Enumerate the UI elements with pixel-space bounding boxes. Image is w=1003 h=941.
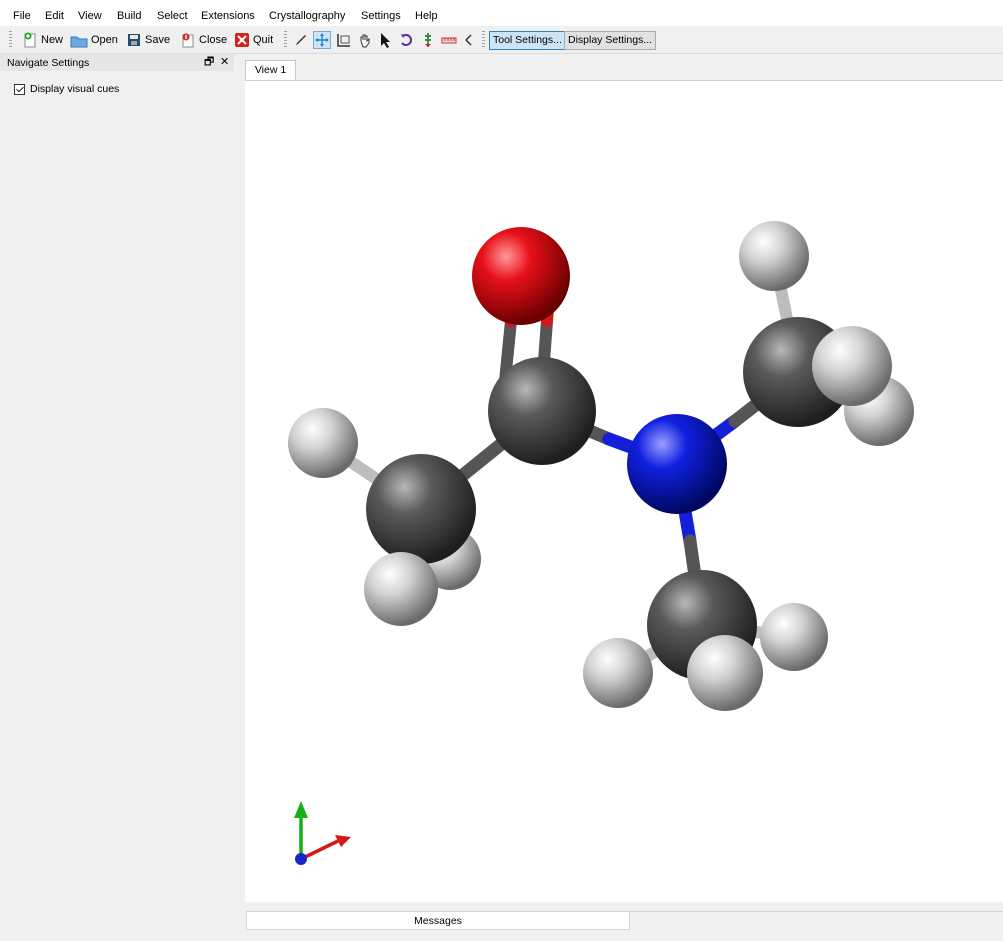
quit-label: Quit xyxy=(253,34,274,46)
carbon-atom[interactable] xyxy=(366,454,476,564)
hydrogen-atom[interactable] xyxy=(288,408,358,478)
atoms xyxy=(288,221,914,711)
menu-bar: File Edit View Build Select Extensions C… xyxy=(0,0,1003,26)
auto-optimize-tool-button[interactable] xyxy=(419,31,437,49)
menu-view[interactable]: View xyxy=(78,10,102,22)
menu-select[interactable]: Select xyxy=(157,10,188,22)
menu-help[interactable]: Help xyxy=(415,10,438,22)
display-visual-cues-checkbox[interactable] xyxy=(14,83,25,95)
bottom-divider xyxy=(630,911,1003,912)
pointer-arrow-icon xyxy=(381,33,390,48)
display-visual-cues-label: Display visual cues xyxy=(30,83,120,95)
close-dock-icon[interactable]: ✕ xyxy=(220,56,230,68)
oxygen-atom[interactable] xyxy=(472,227,570,325)
open-button[interactable]: Open xyxy=(68,30,120,50)
menu-extensions[interactable]: Extensions xyxy=(201,10,255,22)
x-axis-icon xyxy=(300,839,339,861)
menu-settings[interactable]: Settings xyxy=(361,10,401,22)
open-folder-icon xyxy=(70,36,88,48)
hydrogen-atom[interactable] xyxy=(739,221,809,291)
select-tool-button[interactable] xyxy=(377,31,395,49)
hydrogen-atom[interactable] xyxy=(687,635,763,711)
messages-tab[interactable]: Messages xyxy=(246,911,630,930)
dock-title-bar[interactable]: Navigate Settings 🗗 ✕ xyxy=(0,54,234,71)
close-label: Close xyxy=(199,34,228,46)
hydrogen-atom[interactable] xyxy=(364,552,438,626)
hand-icon xyxy=(360,34,370,48)
tool-settings-button[interactable]: Tool Settings... xyxy=(489,31,566,50)
bond-centric-icon xyxy=(465,34,472,46)
orientation-axes xyxy=(294,801,351,865)
menu-crystallography[interactable]: Crystallography xyxy=(269,10,346,22)
z-axis-icon xyxy=(295,853,307,865)
quit-icon xyxy=(235,33,249,47)
hydrogen-atom[interactable] xyxy=(583,638,653,708)
new-label: New xyxy=(41,34,64,46)
save-button[interactable]: Save xyxy=(124,30,172,50)
quit-button[interactable]: Quit xyxy=(232,30,275,50)
menu-build[interactable]: Build xyxy=(117,10,142,22)
molecule-render xyxy=(288,221,914,865)
toolbar-grip[interactable] xyxy=(9,31,12,49)
save-disk-icon xyxy=(128,34,140,46)
bond-centric-tool-button[interactable] xyxy=(461,31,479,49)
main-toolbar: New Open Save Close Quit xyxy=(0,27,1003,54)
toolbar-grip-3[interactable] xyxy=(482,31,485,49)
navigate-settings-dock: Navigate Settings 🗗 ✕ Display visual cue… xyxy=(0,54,244,941)
new-button[interactable]: New xyxy=(20,30,65,50)
new-file-icon xyxy=(24,32,36,48)
display-settings-button[interactable]: Display Settings... xyxy=(564,31,657,50)
toolbar-grip-2[interactable] xyxy=(284,31,287,49)
navigate-cross-icon xyxy=(315,33,329,47)
rotate-icon xyxy=(401,34,412,46)
display-visual-cues-option[interactable]: Display visual cues xyxy=(14,83,119,95)
carbonyl-carbon-atom[interactable] xyxy=(488,357,596,465)
align-ruler-icon xyxy=(441,37,457,44)
measure-angle-icon xyxy=(337,34,350,47)
pencil-icon xyxy=(296,35,306,45)
close-button[interactable]: Close xyxy=(178,30,229,50)
draw-tool-button[interactable] xyxy=(292,31,310,49)
float-dock-icon[interactable]: 🗗 xyxy=(204,56,215,68)
hydrogen-atom[interactable] xyxy=(760,603,828,671)
hydrogen-atom[interactable] xyxy=(812,326,892,406)
save-label: Save xyxy=(145,34,171,46)
menu-edit[interactable]: Edit xyxy=(45,10,64,22)
nitrogen-atom[interactable] xyxy=(627,414,727,514)
optimize-icon xyxy=(425,33,431,47)
align-tool-button[interactable] xyxy=(440,31,458,49)
dock-title: Navigate Settings xyxy=(7,57,90,69)
open-label: Open xyxy=(91,34,118,46)
menu-file[interactable]: File xyxy=(13,10,31,22)
close-file-icon xyxy=(182,33,194,48)
navigate-tool-button[interactable] xyxy=(313,31,331,49)
manipulate-tool-button[interactable] xyxy=(356,31,374,49)
auto-rotate-tool-button[interactable] xyxy=(398,31,416,49)
tab-view-1[interactable]: View 1 xyxy=(245,60,296,80)
measure-tool-button[interactable] xyxy=(335,31,353,49)
molecule-viewport[interactable] xyxy=(245,80,1003,902)
